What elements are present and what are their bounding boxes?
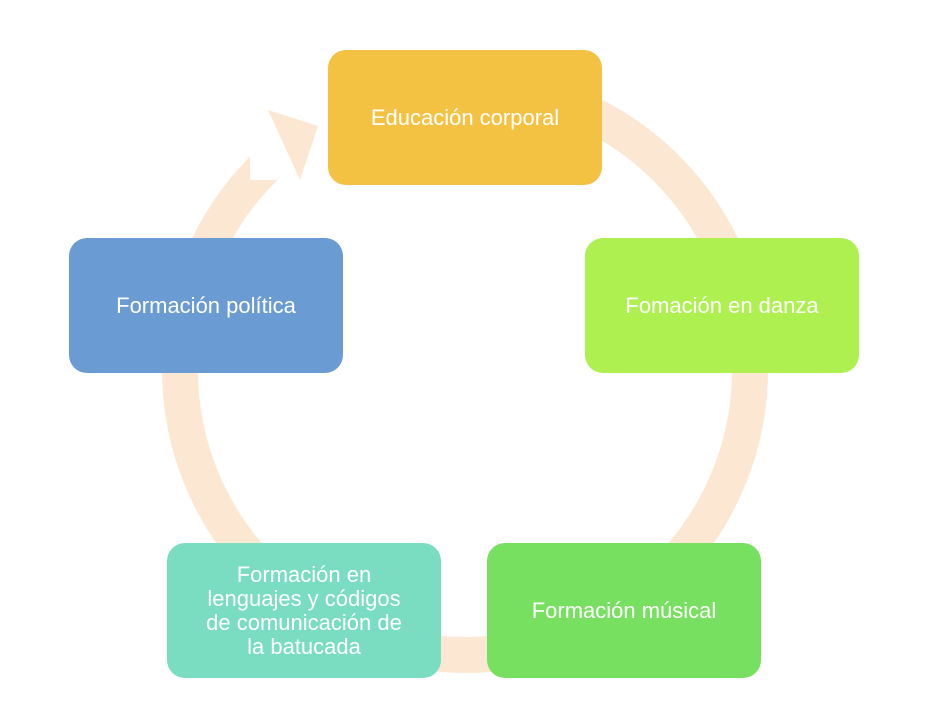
node-label: Educación corporal [370, 104, 560, 130]
node-label: Formación en lenguajes y códigos de comu… [206, 561, 402, 659]
node-label: Formación músical [531, 597, 717, 623]
node-label: Fomación en danza [625, 292, 819, 318]
node-formacion-danza: Fomación en danza [585, 238, 859, 373]
node-educacion-corporal: Educación corporal [328, 50, 602, 185]
node-label: Formación política [116, 292, 296, 318]
node-formacion-lenguajes: Formación en lenguajes y códigos de comu… [167, 543, 441, 678]
arrowhead-icon [268, 110, 318, 180]
node-formacion-politica: Formación política [69, 238, 343, 373]
ring-gap-mask [250, 40, 330, 180]
node-formacion-musical: Formación músical [487, 543, 761, 678]
